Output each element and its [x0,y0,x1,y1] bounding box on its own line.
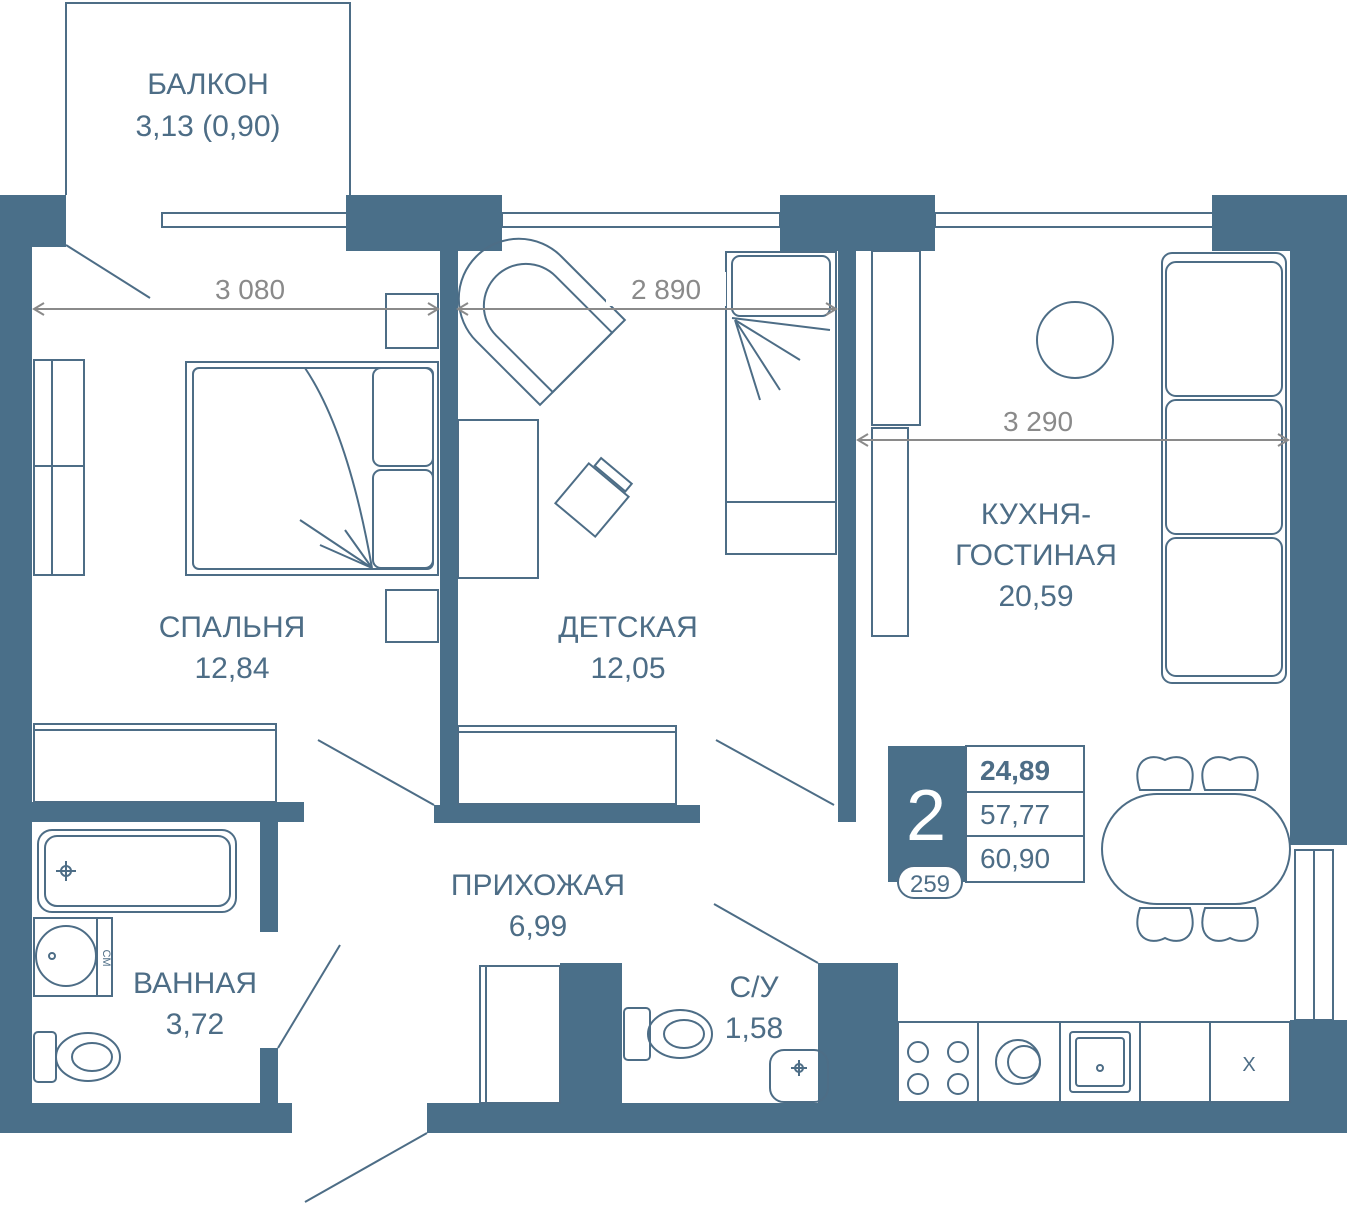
balcony [65,2,351,299]
living-area: 24,89 [980,755,1050,786]
toilet [623,1007,713,1061]
nightstand [385,293,439,349]
kitchen-area: 20,59 [998,580,1073,613]
stove-burner [907,1041,929,1063]
bath-area: 3,72 [166,1008,224,1041]
kitchen-furniture: X [871,250,1291,1103]
washer-mark: СМ [100,950,112,967]
dim-kitchen: 3 290 [1003,406,1073,437]
round-table [1036,301,1114,379]
apartment-badge: 2 259 24,89 57,77 60,90 [888,745,1085,899]
kitchen-name-1: КУХНЯ- [981,498,1091,531]
balcony-name: БАЛКОН [147,68,269,101]
wall-cabinet [871,427,909,637]
bathroom-fixtures: СМ [33,829,237,1083]
wall-left [0,195,32,1133]
bedroom-name: СПАЛЬНЯ [159,611,306,644]
door-kids [715,739,835,806]
wardrobe [33,359,85,576]
rooms-count: 2 [906,776,946,856]
bathtub [37,829,237,913]
dining-table [1101,756,1291,942]
doors [277,739,835,1203]
desk [457,419,539,579]
wc-sink [769,1049,829,1103]
balcony-area: 3,13 (0,90) [135,110,280,143]
wall-right [1290,195,1347,845]
stove-burner [947,1041,969,1063]
hall-name: ПРИХОЖАЯ [451,869,625,902]
total-with-balcony: 60,90 [980,843,1050,874]
room-labels: БАЛКОН 3,13 (0,90) СПАЛЬНЯ 12,84 ДЕТСКАЯ… [133,68,1117,1045]
stove-burner [907,1073,929,1095]
fridge-mark: X [1242,1054,1255,1076]
chair [553,456,634,539]
wall-top-2 [780,195,935,251]
door-bedroom [317,739,435,806]
wall-kids-kitchen [838,251,856,822]
door-wc [713,903,819,964]
kitchen-counter [897,1021,1291,1103]
bedroom-area: 12,84 [194,652,269,685]
wc-area: 1,58 [725,1012,783,1045]
wall-top-1 [346,195,502,251]
armchair [457,237,627,407]
dresser [33,723,277,803]
apartment-number-pill [897,865,963,899]
dim-kids: 2 890 [631,274,701,305]
total-area: 57,77 [980,799,1050,830]
hall-area: 6,99 [509,910,567,943]
stove-burner [947,1073,969,1095]
window-bedroom [161,212,349,228]
kids-wardrobe [457,725,677,805]
door-bath [277,944,341,1049]
wall-hall-wc [560,963,622,1108]
toilet [33,1031,121,1083]
kids-area: 12,05 [590,652,665,685]
badge-background [888,746,966,882]
wc-name: С/У [729,971,779,1004]
balcony-outline [65,2,351,195]
kitchen-sink [1069,1031,1131,1093]
balcony-door-swing [65,244,151,299]
windows [161,212,1334,1021]
washbasin [33,917,113,997]
hall-wardrobe [479,965,561,1104]
sofa [1161,252,1287,684]
walls [0,195,1347,1133]
kitchen-name-2: ГОСТИНАЯ [955,539,1117,572]
window-kids [501,212,781,228]
wall-bedroom-kids [440,251,458,822]
apartment-number: 259 [910,871,950,898]
kids-furniture [457,237,837,805]
single-bed [725,251,837,555]
wall-wc-kitchen [818,963,898,1108]
kids-name: ДЕТСКАЯ [558,611,697,644]
wc-fixtures [479,965,829,1104]
double-bed [185,361,439,576]
bath-name: ВАННАЯ [133,967,257,1000]
dimension-lines: 3 080 2 890 3 290 [32,272,1290,447]
nightstand [385,589,439,643]
window-kitchen [934,212,1214,228]
wall-bottom-left [0,1103,292,1133]
bedroom-furniture [33,293,439,803]
wall-bedroom-bath [32,802,304,822]
door-entrance [304,1132,428,1203]
dim-bedroom: 3 080 [215,274,285,305]
